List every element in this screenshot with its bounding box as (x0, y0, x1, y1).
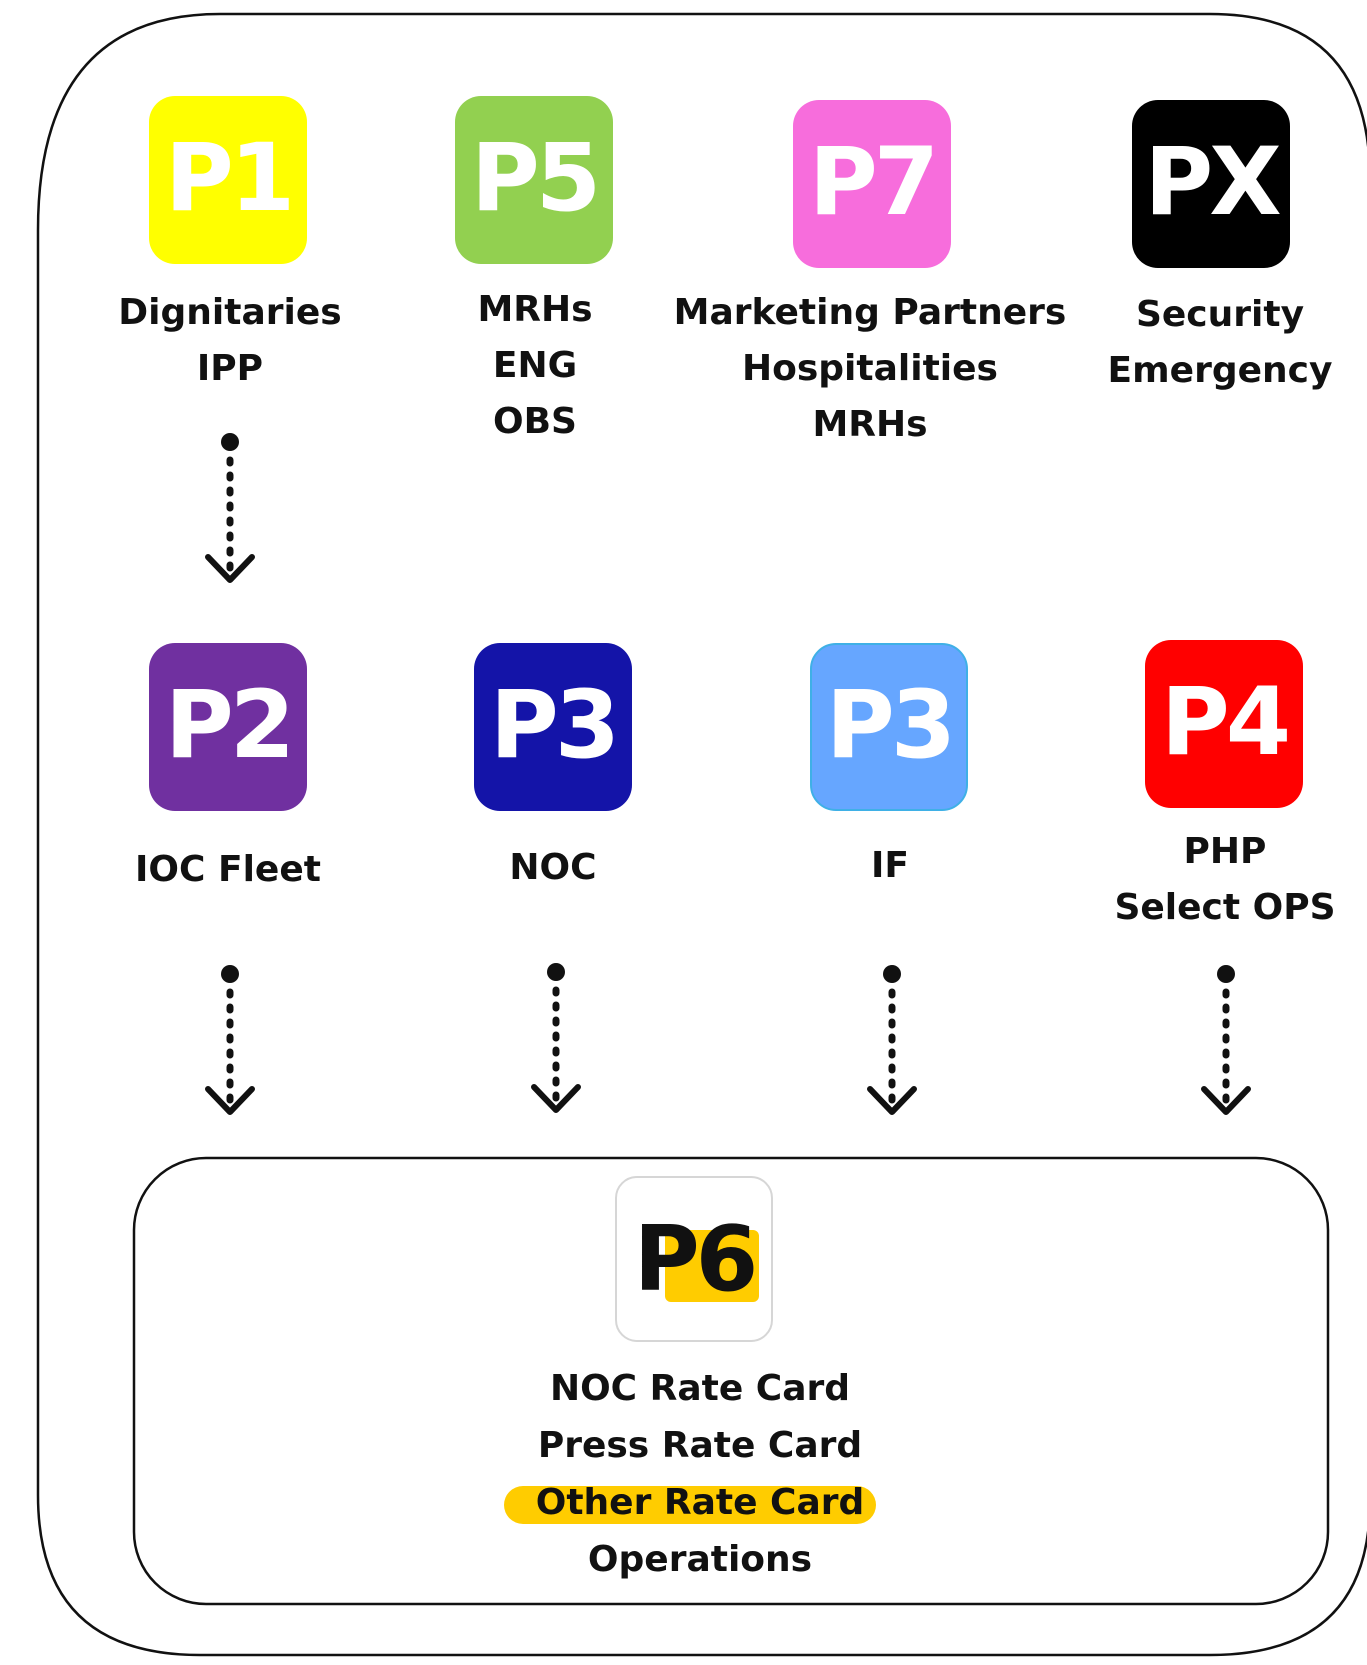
arrow-p3-noc-to-p6 (531, 963, 581, 1113)
arrow-p2-to-p6 (205, 965, 255, 1115)
arrow-p1-to-p2 (205, 433, 255, 583)
px-badge: PX (1132, 100, 1290, 268)
p6-label-list: NOC Rate Card Press Rate Card Other Rate… (480, 1360, 920, 1588)
p6-badge-highlight (665, 1230, 759, 1302)
outer-rounded-frame (36, 12, 1367, 1657)
arrow-p4-to-p6 (1201, 965, 1251, 1115)
p6-code: P6 (633, 1206, 759, 1312)
p6-line-press-rate-card: Press Rate Card (537, 1425, 863, 1466)
p3-if-badge: P3 (810, 643, 968, 811)
p6-badge: P6 (615, 1176, 773, 1342)
p7-badge: P7 (793, 100, 951, 268)
p6-line-other-rate-card: Other Rate Card (480, 1474, 920, 1531)
p3-noc-label: NOC (509, 847, 597, 888)
p3-if-label: IF (871, 845, 909, 886)
p1-badge: P1 (149, 96, 307, 264)
p6-line-operations: Operations (587, 1539, 813, 1580)
arrow-p3-if-to-p6 (867, 965, 917, 1115)
p5-badge: P5 (455, 96, 613, 264)
p2-label: IOC Fleet (135, 849, 321, 890)
p6-line-noc-rate-card: NOC Rate Card (549, 1368, 851, 1409)
p4-badge: P4 (1145, 640, 1303, 808)
p3-noc-badge: P3 (474, 643, 632, 811)
p6-group-box (132, 1156, 1330, 1606)
p2-badge: P2 (149, 643, 307, 811)
